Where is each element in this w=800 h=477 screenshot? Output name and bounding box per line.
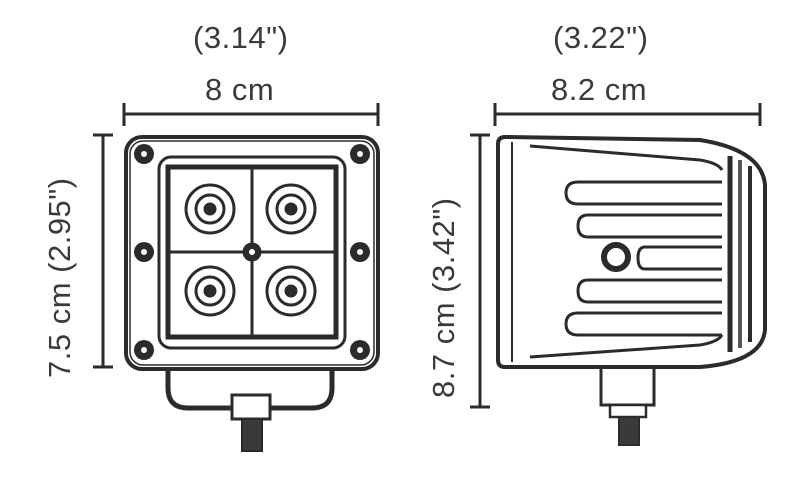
breather-valve [601, 242, 631, 272]
mounting-nut [230, 393, 272, 421]
side-width-inches-label: (3.22") [553, 20, 649, 55]
front-view-light [124, 135, 380, 452]
side-width-cm-label: 8.2 cm [551, 72, 648, 107]
front-width-inches-label: (3.14") [193, 20, 289, 55]
side-mounting-stud [618, 416, 640, 446]
heatsink-fins [564, 180, 722, 337]
mounting-stud [241, 418, 263, 452]
led-top-left [184, 183, 236, 235]
side-height-dimension-line [470, 133, 490, 409]
led-top-right [265, 183, 317, 235]
front-width-cm-label: 8 cm [205, 72, 275, 107]
side-width-dimension-line [493, 103, 762, 126]
side-view-light [496, 134, 767, 446]
led-bottom-left [184, 265, 236, 317]
front-height-dimension-line [93, 133, 113, 369]
led-bottom-right [265, 265, 317, 317]
side-mount-stand [599, 366, 656, 407]
front-width-dimension-line [122, 103, 380, 126]
housing-bolts [134, 144, 370, 360]
side-mounting-nut [608, 403, 648, 419]
